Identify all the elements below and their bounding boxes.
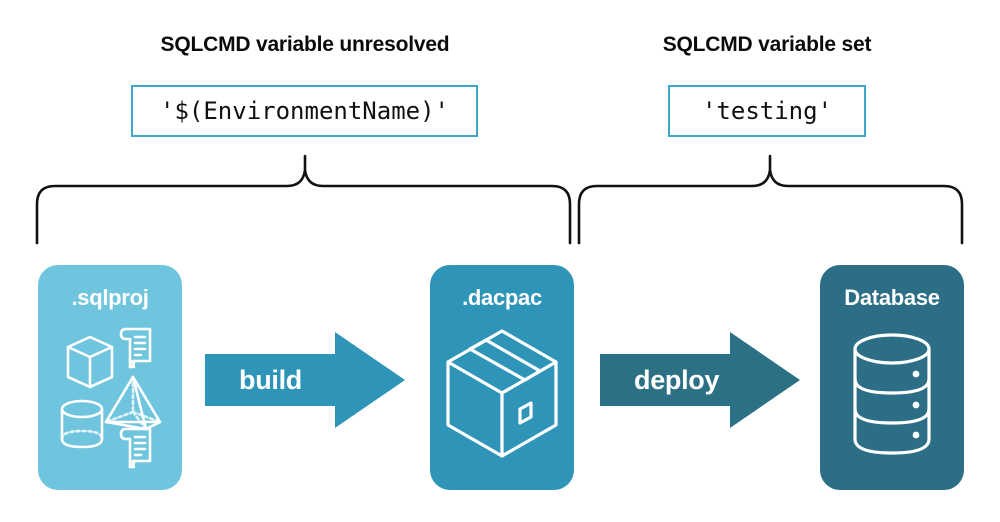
code-value-box-set: 'testing' [668,85,866,137]
annotation-heading-set: SQLCMD variable set [662,33,872,56]
brace-unresolved [35,154,572,245]
cylinder-icon [60,399,104,449]
arrow-build: build [205,332,405,428]
brace-layer [0,148,1000,248]
arrow-deploy-shape [600,332,800,428]
cube-icon [66,335,114,389]
scroll-icon-top [119,327,152,369]
stage-label-database: Database [844,285,940,310]
sqlproj-artwork [38,317,182,482]
scroll-icon-bottom [119,427,152,469]
dacpac-artwork [430,317,574,482]
code-value-box-unresolved: '$(EnvironmentName)' [131,85,478,137]
package-box-icon [446,329,558,458]
brace-set [577,154,964,245]
stage-panel-sqlproj: .sqlproj [38,265,182,490]
stage-label-dacpac: .dacpac [462,285,542,310]
stage-panel-database: Database [820,265,964,490]
database-cylinder-icon [853,333,931,455]
annotation-heading-unresolved: SQLCMD variable unresolved [160,33,450,56]
stage-label-sqlproj: .sqlproj [71,285,149,310]
pyramid-icon [104,375,162,431]
arrow-build-shape [205,332,405,428]
database-artwork [820,317,964,482]
arrow-deploy: deploy [600,332,800,428]
stage-panel-dacpac: .dacpac [430,265,574,490]
